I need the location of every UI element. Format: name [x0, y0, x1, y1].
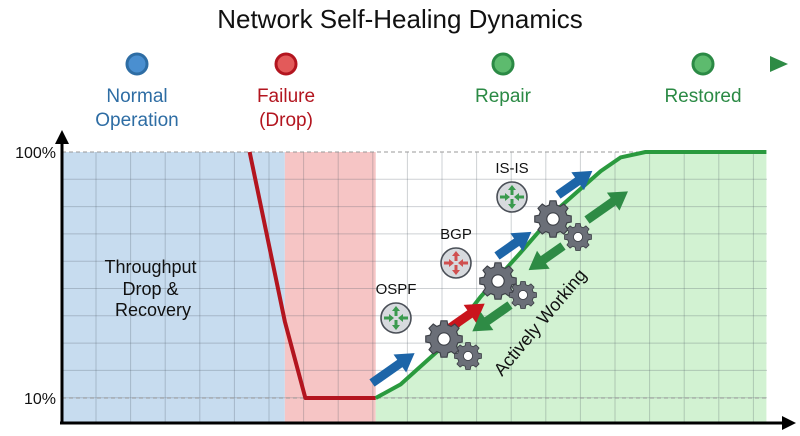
timeline-stage-label: Operation	[95, 110, 178, 131]
protocol-bgp: BGP	[440, 226, 472, 279]
green-arrow-icon	[584, 191, 628, 224]
router-arrows-icon	[500, 185, 524, 209]
x-axis-arrowhead-icon	[782, 416, 796, 430]
timeline-stage: Repair	[475, 52, 532, 107]
timeline-stage: Failure (Drop)	[257, 52, 315, 131]
diagram-title: Network Self-Healing Dynamics	[217, 4, 583, 34]
timeline-stage-dot	[691, 52, 715, 76]
protocol-ospf: OSPF	[376, 281, 417, 334]
green-arrow-icon	[528, 242, 566, 271]
timeline-stage-label: (Drop)	[259, 110, 313, 131]
blue-arrow-icon	[555, 170, 593, 199]
gear-icon	[534, 200, 572, 238]
timeline-stage-label: Failure	[257, 86, 315, 107]
throughput-line-1	[247, 151, 376, 400]
router-icon	[496, 181, 528, 213]
router-icon	[380, 302, 412, 334]
blue-arrow-icon	[494, 231, 532, 260]
timeline-stage-label: Restored	[664, 86, 741, 107]
timeline-arrowhead-icon	[770, 56, 788, 72]
y-axis-arrowhead-icon	[55, 130, 69, 144]
timeline-stage-label: Repair	[475, 86, 532, 107]
gear-icon	[509, 281, 537, 309]
region-failure	[284, 152, 376, 423]
y-tick-100: 100%	[15, 145, 56, 162]
timeline-stage-dot	[491, 52, 515, 76]
timeline-stage: Restored	[664, 52, 742, 107]
router-arrows-icon	[384, 306, 408, 330]
gear-icon	[454, 342, 482, 370]
timeline-stage-dot	[125, 52, 149, 76]
router-arrows-icon	[444, 251, 468, 275]
y-tick-10: 10%	[24, 391, 56, 408]
green-arrow-icon	[472, 301, 513, 332]
region-label: Throughput Drop & Recovery	[104, 257, 201, 320]
protocol-label: OSPF	[376, 281, 417, 298]
gear-icon	[564, 223, 592, 251]
router-icon	[440, 247, 472, 279]
timeline-stage-label: Normal	[106, 86, 167, 107]
protocol-is-is: IS-IS	[495, 160, 529, 213]
throughput-chart: 100% 10% Throughput Drop & Recovery	[15, 130, 796, 430]
gear-icon	[425, 320, 463, 358]
region-normal	[62, 152, 285, 423]
blue-arrow-icon	[369, 353, 415, 387]
timeline-stage-dot	[274, 52, 298, 76]
protocol-label: IS-IS	[495, 160, 528, 177]
protocol-label: BGP	[440, 226, 472, 243]
